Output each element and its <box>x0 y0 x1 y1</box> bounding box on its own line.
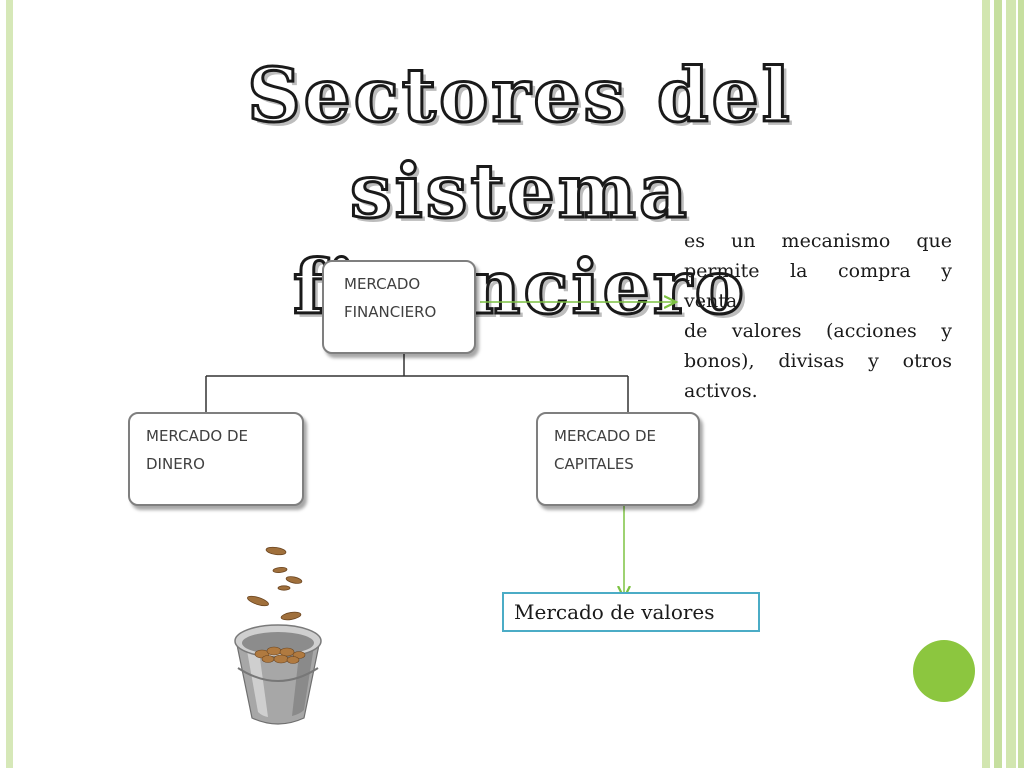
description-line-3: venta <box>684 290 738 312</box>
node-mercado-de-dinero: MERCADO DE DINERO <box>128 412 304 506</box>
left-border-stripe <box>6 0 13 768</box>
title-line-1: Sectores del sistema <box>246 52 793 237</box>
node-dinero-line-2: DINERO <box>146 455 205 473</box>
node-mercado-financiero: MERCADO FINANCIERO <box>322 260 476 354</box>
description-line-1: es un mecanismo que <box>684 230 952 252</box>
right-border-stripes <box>978 0 1024 768</box>
node-financiero-line-2: FINANCIERO <box>344 303 437 321</box>
node-mercado-de-capitales: MERCADO DE CAPITALES <box>536 412 700 506</box>
description-line-5: bonos), divisas y otros <box>684 350 952 372</box>
node-capitales-line-1: MERCADO DE <box>554 427 656 445</box>
description-line-6: activos. <box>684 380 758 402</box>
node-capitales-line-2: CAPITALES <box>554 455 634 473</box>
node-financiero-line-1: MERCADO <box>344 275 421 293</box>
node-dinero-line-1: MERCADO DE <box>146 427 248 445</box>
green-circle-decoration <box>913 640 975 702</box>
description-line-4: de valores (acciones y <box>684 320 952 342</box>
description-text: es un mecanismo que permite la compra y … <box>684 226 952 406</box>
description-line-2: permite la compra y <box>684 260 952 282</box>
mercado-de-valores-box: Mercado de valores <box>502 592 760 632</box>
